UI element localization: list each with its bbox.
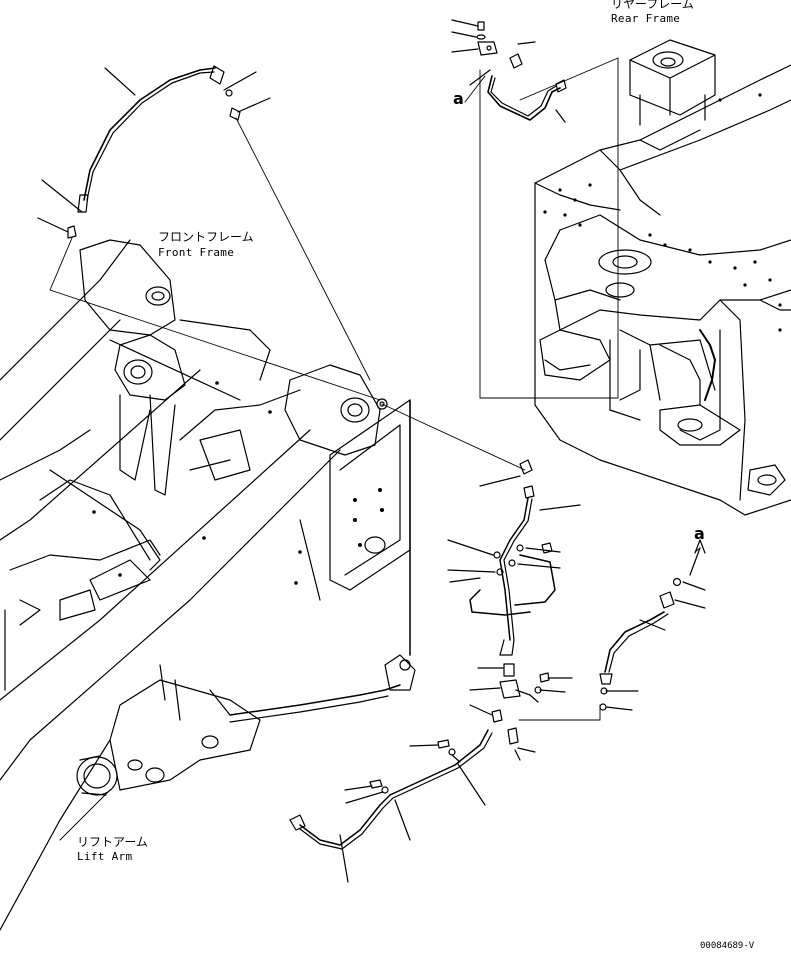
rear-frame-label-en: Rear Frame bbox=[611, 12, 681, 25]
reference-a-right: a bbox=[694, 524, 705, 543]
front-frame-label-jp: フロントフレーム bbox=[158, 230, 254, 244]
front-frame-label-en: Front Frame bbox=[158, 246, 235, 259]
lift-arm-label-en: Lift Arm bbox=[77, 850, 133, 863]
callout-leaders bbox=[60, 76, 700, 840]
right-hose bbox=[600, 540, 705, 710]
center-tube-assembly bbox=[448, 460, 600, 752]
front-hose bbox=[38, 66, 525, 470]
reference-a-top: a bbox=[453, 89, 464, 108]
rear-frame bbox=[535, 40, 791, 515]
drawing-number: 00084689-V bbox=[700, 941, 755, 951]
lift-arm bbox=[77, 400, 415, 795]
rear-hose-assembly bbox=[452, 20, 618, 398]
lower-tube-assembly bbox=[290, 730, 520, 882]
front-frame bbox=[0, 240, 410, 930]
rear-frame-label-jp: リヤーフレーム bbox=[611, 0, 694, 11]
lift-arm-label-jp: リフトアーム bbox=[77, 835, 148, 849]
